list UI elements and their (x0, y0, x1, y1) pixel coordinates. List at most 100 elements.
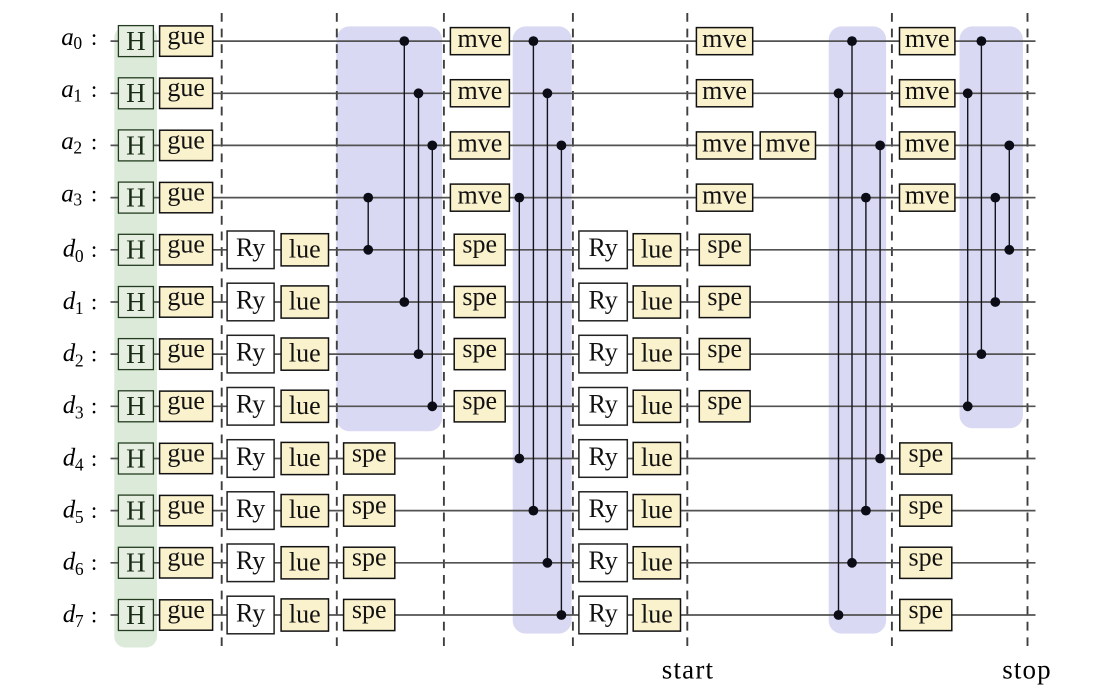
svg-text:H: H (126, 287, 146, 317)
svg-text::: : (91, 394, 97, 419)
svg-text:gue: gue (167, 386, 205, 415)
svg-text::: : (91, 498, 97, 523)
svg-text:Ry: Ry (588, 337, 617, 366)
svg-text:spe: spe (908, 438, 943, 467)
svg-text:1: 1 (73, 85, 82, 105)
svg-text:mve: mve (458, 76, 503, 105)
svg-text:d: d (63, 340, 76, 367)
svg-text:H: H (126, 443, 146, 473)
svg-text:d: d (63, 444, 76, 471)
svg-text:lue: lue (641, 600, 673, 629)
svg-text:spe: spe (908, 595, 943, 624)
svg-text::: : (91, 289, 97, 314)
svg-text:start: start (662, 655, 715, 685)
svg-text::: : (91, 182, 97, 207)
svg-text:spe: spe (462, 282, 497, 311)
svg-text:Ry: Ry (236, 494, 265, 523)
svg-text:Ry: Ry (236, 546, 265, 575)
svg-text:mve: mve (458, 24, 503, 53)
svg-text::: : (91, 129, 97, 154)
svg-text:Ry: Ry (588, 598, 617, 627)
svg-text:lue: lue (289, 547, 321, 576)
svg-text:H: H (126, 600, 146, 630)
svg-text:H: H (126, 183, 146, 213)
svg-text::: : (91, 550, 97, 575)
svg-text:spe: spe (707, 282, 742, 311)
svg-text:0: 0 (73, 33, 82, 53)
svg-text:lue: lue (641, 234, 673, 263)
svg-text:d: d (63, 549, 76, 576)
svg-text:spe: spe (352, 491, 387, 520)
svg-text:spe: spe (707, 334, 742, 363)
svg-text:lue: lue (641, 443, 673, 472)
svg-text:lue: lue (289, 600, 321, 629)
svg-text:spe: spe (462, 386, 497, 415)
svg-text:lue: lue (641, 391, 673, 420)
svg-text:H: H (126, 78, 146, 108)
svg-text:2: 2 (75, 350, 84, 370)
svg-text:lue: lue (289, 234, 321, 263)
svg-text:spe: spe (707, 230, 742, 259)
svg-text:spe: spe (352, 543, 387, 572)
svg-text:1: 1 (75, 298, 84, 318)
svg-text:a: a (61, 180, 74, 207)
svg-text:Ry: Ry (236, 390, 265, 419)
svg-text:6: 6 (75, 559, 84, 579)
svg-text:gue: gue (167, 334, 205, 363)
svg-text:7: 7 (75, 611, 84, 631)
svg-text:spe: spe (352, 438, 387, 467)
svg-text:mve: mve (905, 128, 950, 157)
svg-text:lue: lue (641, 495, 673, 524)
svg-text:spe: spe (352, 595, 387, 624)
svg-text:mve: mve (766, 128, 811, 157)
svg-text:4: 4 (75, 455, 84, 475)
svg-text::: : (91, 341, 97, 366)
svg-text:lue: lue (641, 287, 673, 316)
svg-text:5: 5 (75, 507, 84, 527)
svg-text:gue: gue (167, 125, 205, 154)
svg-text:Ry: Ry (236, 285, 265, 314)
svg-text:gue: gue (167, 73, 205, 102)
svg-text:Ry: Ry (236, 337, 265, 366)
svg-text:0: 0 (75, 246, 84, 266)
svg-text:d: d (63, 601, 76, 628)
svg-text:mve: mve (905, 76, 950, 105)
svg-text:H: H (126, 235, 146, 265)
svg-text:H: H (126, 26, 146, 56)
svg-text::: : (91, 602, 97, 627)
svg-text:gue: gue (167, 438, 205, 467)
svg-text:H: H (126, 548, 146, 578)
svg-text:mve: mve (458, 181, 503, 210)
svg-text:Ry: Ry (588, 390, 617, 419)
svg-text::: : (91, 25, 97, 50)
svg-text:lue: lue (641, 339, 673, 368)
svg-text:spe: spe (462, 334, 497, 363)
svg-text:spe: spe (908, 543, 943, 572)
svg-text:stop: stop (1002, 655, 1051, 685)
svg-text:gue: gue (167, 543, 205, 572)
svg-text:2: 2 (73, 138, 82, 158)
svg-text:Ry: Ry (236, 598, 265, 627)
svg-text::: : (91, 237, 97, 262)
svg-text:mve: mve (702, 76, 747, 105)
svg-text:mve: mve (702, 24, 747, 53)
svg-text:a: a (61, 128, 74, 155)
svg-text:H: H (126, 496, 146, 526)
svg-text:mve: mve (905, 181, 950, 210)
svg-text:lue: lue (289, 443, 321, 472)
svg-text:spe: spe (908, 491, 943, 520)
svg-text:gue: gue (167, 230, 205, 259)
svg-text:Ry: Ry (588, 442, 617, 471)
svg-text:mve: mve (702, 128, 747, 157)
svg-text:Ry: Ry (588, 546, 617, 575)
svg-text:mve: mve (458, 128, 503, 157)
svg-text:d: d (63, 288, 76, 315)
svg-text:lue: lue (289, 287, 321, 316)
svg-text:Ry: Ry (588, 285, 617, 314)
svg-text:gue: gue (167, 282, 205, 311)
svg-text:gue: gue (167, 491, 205, 520)
svg-text:3: 3 (75, 403, 84, 423)
svg-text:d: d (63, 392, 76, 419)
svg-text:H: H (126, 130, 146, 160)
svg-text:Ry: Ry (588, 233, 617, 262)
